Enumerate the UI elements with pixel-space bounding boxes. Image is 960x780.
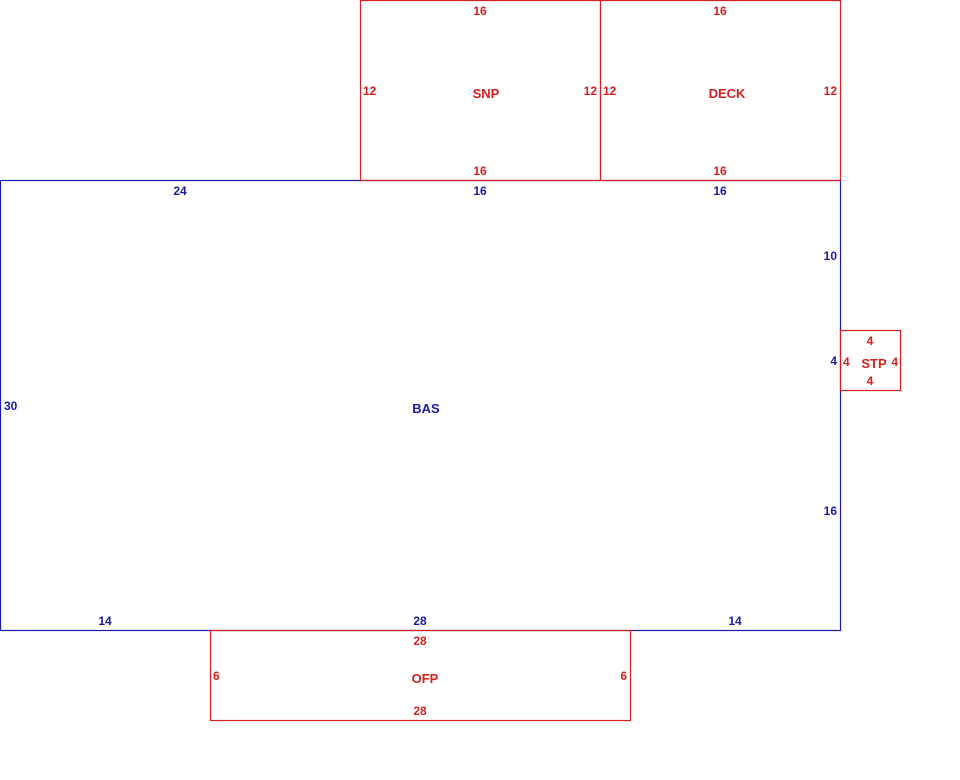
deck-dim-left: 12 [603, 84, 617, 98]
bas-dim-top-mid: 16 [473, 184, 487, 198]
ofp-area: OFP 28 28 6 6 [209, 629, 632, 722]
snp-label: SNP [473, 86, 500, 101]
stp-label: STP [861, 356, 887, 371]
ofp-label: OFP [412, 671, 439, 686]
ofp-dim-top: 28 [413, 634, 427, 648]
ofp-dim-bottom: 28 [413, 704, 427, 718]
stp-dim-bottom: 4 [867, 374, 874, 388]
bas-dim-top-left: 24 [173, 184, 187, 198]
bas-dim-left: 30 [4, 399, 18, 413]
bas-dim-right-lower: 16 [824, 504, 838, 518]
bas-label: BAS [412, 401, 440, 416]
stp-area: STP 4 4 4 4 [839, 329, 902, 392]
bas-dim-bottom-left: 14 [98, 614, 112, 628]
ofp-dim-right: 6 [620, 669, 627, 683]
stp-dim-left: 4 [843, 355, 850, 369]
deck-dim-bottom: 16 [713, 164, 727, 178]
deck-area: DECK 16 16 12 12 [599, 0, 842, 182]
deck-label: DECK [709, 86, 746, 101]
bas-dim-right-upper: 10 [824, 249, 838, 263]
bas-area: BAS 24 16 16 30 10 4 16 14 28 14 [0, 179, 842, 632]
snp-dim-left: 12 [363, 84, 377, 98]
bas-dim-top-right: 16 [713, 184, 727, 198]
snp-dim-bottom: 16 [473, 164, 487, 178]
bas-dim-right-mid: 4 [830, 354, 837, 368]
ofp-dim-left: 6 [213, 669, 220, 683]
bas-dim-bottom-mid: 28 [413, 614, 427, 628]
stp-dim-top: 4 [867, 334, 874, 348]
deck-dim-right: 12 [824, 84, 838, 98]
stp-outline [839, 329, 902, 392]
deck-outline [599, 0, 842, 182]
bas-dim-bottom-right: 14 [728, 614, 742, 628]
snp-area: SNP 16 16 12 12 [359, 0, 602, 182]
deck-dim-top: 16 [713, 4, 727, 18]
ofp-outline [209, 629, 632, 722]
snp-dim-right: 12 [584, 84, 598, 98]
stp-dim-right: 4 [891, 355, 898, 369]
snp-dim-top: 16 [473, 4, 487, 18]
